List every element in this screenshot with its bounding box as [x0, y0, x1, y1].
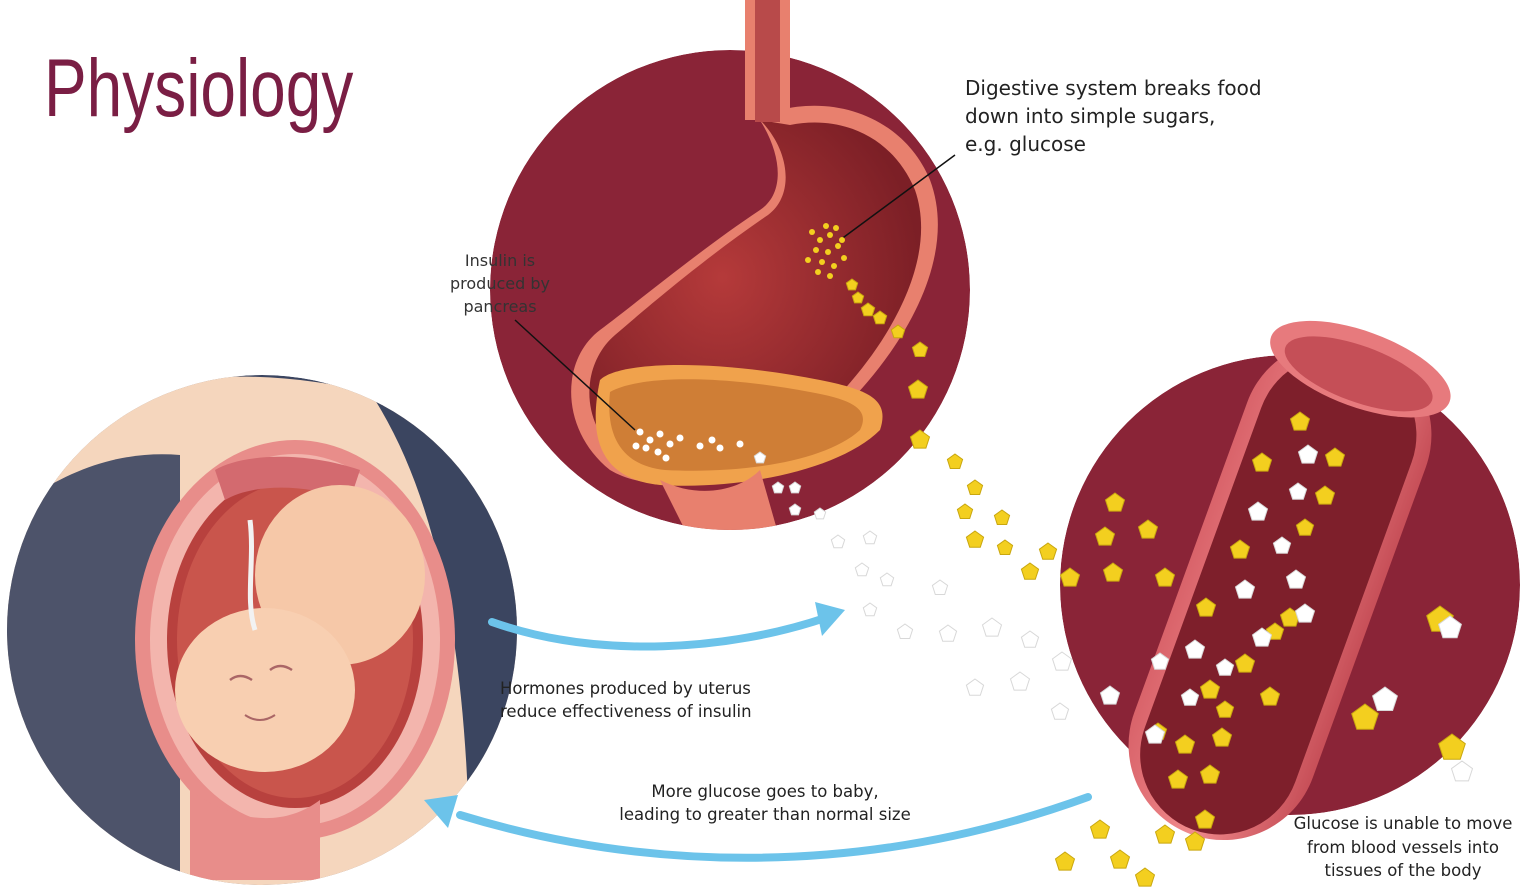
glucose-particle-icon	[809, 229, 815, 235]
glucose-particle-icon	[839, 237, 845, 243]
insulin-molecule-icon	[932, 580, 947, 595]
insulin-molecule-icon	[855, 563, 868, 576]
insulin-particle-icon	[663, 455, 670, 462]
glucose-molecule-icon	[1021, 563, 1038, 579]
insulin-molecule-icon	[863, 603, 876, 616]
insulin-molecule-icon	[863, 531, 876, 544]
insulin-particle-icon	[667, 441, 674, 448]
glucose-particle-icon	[835, 243, 841, 249]
glucose-particle-icon	[815, 269, 821, 275]
glucose-particle-icon	[827, 273, 833, 279]
insulin-particle-icon	[657, 431, 664, 438]
insulin-molecule-icon	[939, 625, 956, 641]
insulin-molecule-icon	[966, 679, 983, 695]
arrow-hormones-to-insulin	[492, 602, 845, 647]
label-insulin-pancreas: Insulin is produced by pancreas	[425, 249, 575, 318]
glucose-molecule-icon	[994, 510, 1009, 525]
insulin-particle-icon	[677, 435, 684, 442]
glucose-molecule-icon	[947, 454, 962, 469]
insulin-particle-icon	[633, 443, 640, 450]
glucose-molecule-icon	[1136, 868, 1155, 886]
glucose-particle-icon	[841, 255, 847, 261]
insulin-particle-icon	[637, 429, 644, 436]
insulin-particle-icon	[709, 437, 716, 444]
glucose-molecule-icon	[1111, 850, 1130, 868]
insulin-molecule-icon	[1053, 652, 1072, 670]
label-hormones-uterus: Hormones produced by uterus reduce effec…	[500, 677, 800, 723]
glucose-particle-icon	[823, 223, 829, 229]
insulin-molecule-icon	[880, 573, 893, 586]
glucose-molecule-icon	[1056, 852, 1075, 870]
insulin-molecule-icon	[897, 624, 912, 639]
glucose-particle-icon	[813, 247, 819, 253]
glucose-particle-icon	[819, 259, 825, 265]
glucose-molecule-icon	[997, 540, 1012, 555]
insulin-molecule-icon	[983, 618, 1002, 636]
insulin-molecule-icon	[1452, 761, 1473, 781]
glucose-molecule-icon	[966, 531, 983, 547]
insulin-molecule-icon	[831, 535, 844, 548]
insulin-particle-icon	[737, 441, 744, 448]
glucose-particle-icon	[833, 225, 839, 231]
label-glucose-to-baby: More glucose goes to baby, leading to gr…	[590, 780, 940, 826]
insulin-particle-icon	[647, 437, 654, 444]
glucose-molecule-icon	[957, 504, 972, 519]
glucose-particle-icon	[827, 232, 833, 238]
glucose-particle-icon	[831, 263, 837, 269]
glucose-molecule-icon	[967, 480, 982, 495]
glucose-molecule-icon	[1039, 543, 1056, 559]
insulin-particle-icon	[717, 445, 724, 452]
insulin-molecule-icon	[1051, 703, 1068, 719]
label-glucose-blocked: Glucose is unable to move from blood ves…	[1276, 812, 1527, 883]
glucose-molecule-icon	[1156, 825, 1175, 843]
glucose-particle-icon	[825, 249, 831, 255]
insulin-particle-icon	[643, 445, 650, 452]
label-digestive-system: Digestive system breaks food down into s…	[965, 74, 1295, 158]
insulin-molecule-icon	[1011, 672, 1030, 690]
insulin-particle-icon	[655, 449, 662, 456]
insulin-molecule-icon	[1021, 631, 1038, 647]
glucose-particle-icon	[817, 237, 823, 243]
glucose-particle-icon	[805, 257, 811, 263]
insulin-particle-icon	[697, 443, 704, 450]
glucose-molecule-icon	[1091, 820, 1110, 838]
